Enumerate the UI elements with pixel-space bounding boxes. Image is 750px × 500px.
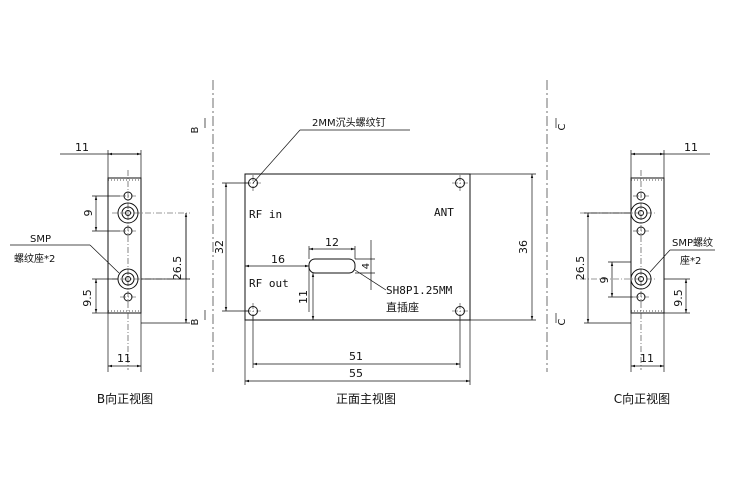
connector-note-1: SH8P1.25MM <box>386 284 453 297</box>
dim-height-outer-text: 36 <box>517 240 530 254</box>
front-view-caption: 正面主视图 <box>336 391 396 406</box>
b-dim-top-width: 11 <box>75 141 89 154</box>
c-dim-hole-offset: 9 <box>598 277 611 284</box>
label-rf-in: RF in <box>249 208 282 221</box>
screw-callout-text: 2MM沉头螺纹钉 <box>312 116 386 129</box>
c-dim-port-spacing: 26.5 <box>574 256 587 281</box>
b-smp-label-1: SMP <box>30 234 51 245</box>
b-dim-bottom-offset: 9.5 <box>81 289 94 307</box>
b-view-body <box>107 177 142 314</box>
screw-callout: 2MM沉头螺纹钉 <box>252 116 410 184</box>
section-mark-b-bottom: B <box>190 318 201 325</box>
c-view-caption: C向正视图 <box>614 391 670 406</box>
mounting-hole-top-right <box>452 175 468 191</box>
b-dim-port-spacing: 26.5 <box>171 256 184 281</box>
c-dim-bottom-offset: 9.5 <box>672 289 685 307</box>
c-smp-label-2: 座*2 <box>680 254 701 267</box>
section-line-c: C C <box>546 80 568 372</box>
c-view: 11 26.5 9 9.5 11 SMP螺纹 座*2 C向正视图 <box>574 141 715 406</box>
dim-51-55: 51 55 <box>244 316 471 385</box>
b-smp-label-2: 螺纹座*2 <box>14 252 55 265</box>
b-dim-bottom-width: 11 <box>117 352 131 365</box>
c-dim-bottom-width: 11 <box>640 352 654 365</box>
label-rf-out: RF out <box>249 277 289 290</box>
c-dim-top-width: 11 <box>684 141 698 154</box>
section-mark-c-top: C <box>557 123 568 130</box>
dim-width-text: 55 <box>349 367 363 380</box>
section-mark-b-top: B <box>190 126 201 133</box>
dim-height-inner-text: 32 <box>213 240 226 254</box>
dim-32: 32 <box>213 182 249 312</box>
c-smp-label-1: SMP螺纹 <box>672 236 713 249</box>
dim-connector-offset: 16 <box>271 253 285 266</box>
board-outline <box>244 173 471 321</box>
c-view-body <box>630 177 665 314</box>
c-smp-port-bottom <box>580 268 657 290</box>
b-view-caption: B向正视图 <box>97 391 153 406</box>
dim-hole-span-text: 51 <box>349 350 363 363</box>
b-smp-port-top <box>112 170 190 370</box>
front-view: 2MM沉头螺纹钉 RF in ANT RF out 12 16 4 11 <box>213 116 536 406</box>
dim-connector-width: 12 <box>325 236 339 249</box>
dim-connector-height: 4 <box>361 263 372 269</box>
connector-sh8p: 12 16 4 11 SH8P1.25MM 直插座 <box>245 236 453 320</box>
section-mark-c-bottom: C <box>557 318 568 325</box>
label-ant: ANT <box>434 206 454 219</box>
dim-36: 36 <box>470 173 536 321</box>
section-line-b: B B <box>190 80 214 372</box>
b-view: 11 9 26.5 9.5 11 SMP 螺纹座*2 B向正视图 <box>10 141 190 406</box>
dim-connector-bottom: 11 <box>297 290 310 304</box>
b-dim-hole-offset: 9 <box>82 210 95 217</box>
connector-note-2: 直插座 <box>386 300 419 314</box>
